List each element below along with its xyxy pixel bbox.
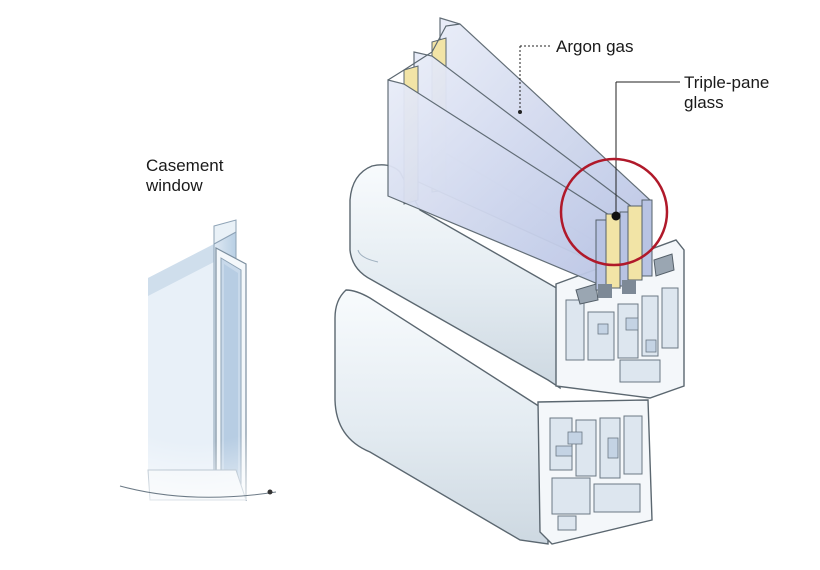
- argon-leader: [518, 45, 552, 114]
- triple-pane-label-line1: Triple-pane: [684, 73, 770, 92]
- magnify-circle: [559, 157, 669, 267]
- triple-pane-leader: [611, 81, 680, 221]
- argon-label-text: Argon gas: [556, 37, 634, 56]
- casement-window-label: Casement window: [146, 156, 223, 196]
- casement-window-illustration: [66, 219, 326, 510]
- casement-label-line1: Casement: [146, 156, 224, 175]
- casement-label-line2: window: [146, 176, 203, 195]
- window-frame-cross-section: [334, 17, 685, 545]
- triple-pane-glass-label: Triple-pane glass: [684, 73, 769, 113]
- argon-gas-label: Argon gas: [556, 37, 634, 57]
- triple-pane-label-line2: glass: [684, 93, 724, 112]
